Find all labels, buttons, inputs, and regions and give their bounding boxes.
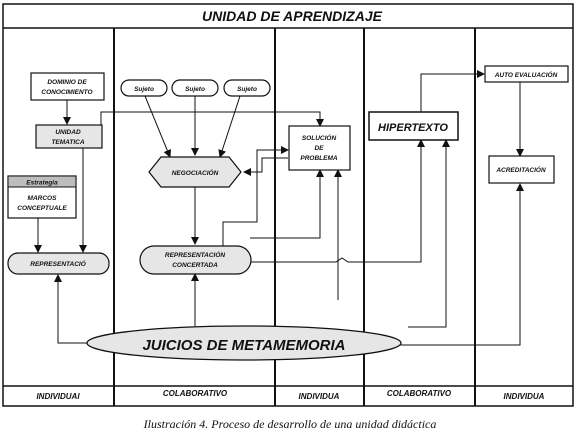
strategy-label: Estrategia	[26, 180, 58, 187]
node-sujeto-3: Sujeto	[223, 79, 271, 97]
node-label: AUTO EVALUACIÓN	[494, 70, 558, 79]
node-label: Sujeto	[134, 86, 154, 93]
node-marcos-conceptuales: Estrategia MARCOS CONCEPTUALE	[7, 175, 77, 219]
node-label: REPRESENTACIÓ	[30, 259, 86, 268]
column-label-colaborativo-1: COLABORATIVO	[163, 389, 228, 398]
arrow-sujeto3-to-negociacion	[218, 95, 241, 158]
node-label: MARCOS	[28, 195, 58, 202]
outer-frame	[2, 3, 574, 407]
node-label: CONCERTADA	[172, 262, 218, 269]
arrow-concertada-to-hipertexto	[250, 139, 425, 263]
node-representacion: REPRESENTACIÓ	[7, 252, 110, 275]
arrow-concertada-to-solucion-2	[250, 169, 324, 239]
node-label: SOLUCIÓN	[302, 133, 337, 142]
node-label: CONCEPTUALE	[17, 205, 67, 212]
node-juicios-de-metamemoria: JUICIOS DE METAMEMORIA	[86, 325, 402, 361]
node-representacion-concertada: REPRESENTACIÓN CONCERTADA	[139, 245, 252, 275]
arrow-concertada-to-solucion	[222, 146, 289, 246]
diagram-title: UNIDAD DE APRENDIZAJE	[202, 8, 383, 24]
node-label: TEMATICA	[51, 139, 84, 146]
arrow-solucion-to-negociacion	[243, 157, 288, 176]
node-solucion-de-problema: SOLUCIÓN DE PROBLEMA	[288, 125, 351, 171]
node-hipertexto: HIPERTEXTO	[368, 111, 459, 141]
figure-caption: Ilustración 4. Proceso de desarrollo de …	[143, 417, 437, 431]
node-label: UNIDAD	[55, 129, 81, 136]
arrow-juicios-to-hipertexto	[408, 139, 450, 328]
node-sujeto-1: Sujeto	[120, 79, 168, 97]
arrow-juicios-to-acreditacion	[365, 183, 524, 346]
column-label-individual-3: INDIVIDUA	[504, 392, 545, 401]
node-label: JUICIOS DE METAMEMORIA	[142, 337, 345, 354]
arrow-juicios-to-representacion	[54, 274, 88, 344]
node-unidad-tematica: UNIDAD TEMATICA	[35, 124, 103, 149]
node-label: Sujeto	[237, 86, 257, 93]
node-sujeto-2: Sujeto	[171, 79, 219, 97]
node-dominio-de-conocimiento: DOMINIO DE CONOCIMIENTO	[30, 72, 105, 101]
arrow-hipertexto-to-autoevaluacion	[420, 70, 485, 112]
node-label: Sujeto	[185, 86, 205, 93]
arrow-unidad-to-solucion	[100, 111, 324, 136]
node-label: PROBLEMA	[300, 155, 338, 162]
node-label: NEGOCIACIÓN	[172, 168, 219, 177]
node-label: DE	[314, 145, 324, 152]
node-label: REPRESENTACIÓN	[165, 250, 225, 259]
node-label: CONOCIMIENTO	[41, 89, 92, 96]
column-label-individual-1: INDIVIDUAl	[36, 392, 80, 401]
node-autoevaluacion: AUTO EVALUACIÓN	[484, 65, 569, 83]
node-negociacion: NEGOCIACIÓN	[148, 156, 242, 188]
arrow-sujeto1-to-negociacion	[144, 95, 172, 158]
column-label-colaborativo-2: COLABORATIVO	[387, 389, 452, 398]
column-label-individual-2: INDIVIDUA	[299, 392, 340, 401]
node-label: HIPERTEXTO	[378, 122, 448, 134]
node-label: DOMINIO DE	[47, 79, 87, 86]
node-label: ACREDITACIÓN	[495, 165, 546, 174]
node-acreditacion: ACREDITACIÓN	[488, 155, 555, 184]
